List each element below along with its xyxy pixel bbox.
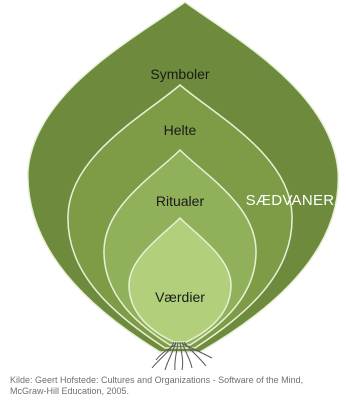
source-caption: Kilde: Geert Hofstede: Cultures and Orga…	[10, 375, 340, 397]
saedvaner-label: SÆDVANER	[246, 192, 335, 209]
ritualer-label: Ritualer	[156, 193, 205, 209]
vaerdier-label: Værdier	[155, 289, 205, 305]
symboler-label: Symboler	[150, 66, 209, 82]
onion-diagram: Symboler Helte Ritualer Værdier SÆDVANER	[0, 0, 346, 370]
helte-label: Helte	[164, 122, 197, 138]
